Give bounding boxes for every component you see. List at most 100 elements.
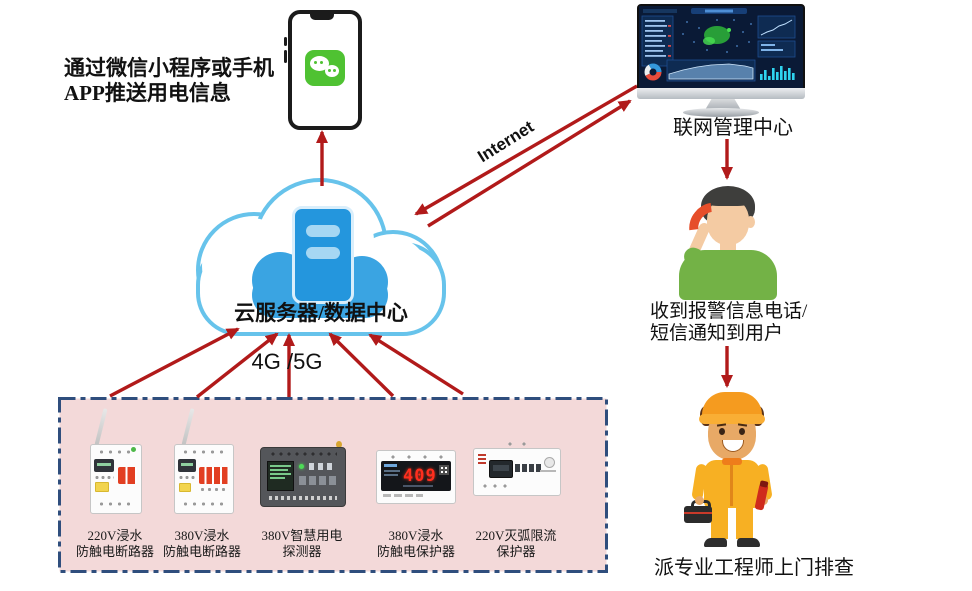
cloud-server-icon	[292, 206, 354, 304]
smartphone	[288, 10, 362, 130]
label-text	[540, 470, 556, 472]
device-label: 220V灭弧限流 保护器	[460, 528, 572, 560]
device-body	[90, 444, 142, 514]
arrow-device5-to-cloud	[368, 333, 464, 396]
note-line1: 通过微信小程序或手机	[64, 56, 274, 80]
terminals	[97, 501, 135, 507]
server-slot	[306, 225, 340, 237]
server-slot	[306, 247, 340, 259]
engineer-cap-brim	[699, 414, 765, 424]
monitor-stand	[705, 99, 741, 110]
terminals	[199, 487, 229, 492]
display-text	[384, 474, 398, 476]
chat-bubble-large	[310, 56, 329, 71]
brand-mark	[478, 454, 486, 464]
dashboard-screen	[637, 4, 805, 90]
device-body: 409	[376, 450, 456, 504]
monitor-chin	[637, 88, 805, 99]
status-led	[131, 447, 136, 452]
engineer-shoe	[737, 538, 760, 547]
engineer-shoe	[704, 538, 727, 547]
engineer-eye	[719, 428, 725, 435]
device-display	[178, 459, 196, 472]
monitor-base	[683, 108, 759, 117]
status-led	[299, 464, 304, 469]
device-display	[94, 459, 114, 472]
toolbox-stripe	[684, 512, 712, 514]
terminals	[269, 451, 337, 457]
cloud-label: 云服务器/数据中心	[234, 301, 408, 325]
device-body	[260, 447, 346, 507]
chat-bubble-small	[325, 65, 339, 77]
phone-notch	[310, 13, 334, 20]
device-display	[489, 460, 513, 478]
antenna-nub	[336, 441, 342, 448]
device-display	[267, 461, 294, 491]
device-label-line1: 380V浸水	[388, 528, 444, 543]
terminals	[480, 483, 510, 489]
device-label-line2: 防触电断路器	[162, 544, 241, 559]
device-body	[473, 448, 561, 496]
arrow-device4-to-cloud	[328, 332, 395, 398]
breaker-handles	[199, 467, 229, 484]
monitor-label: 联网管理中心	[673, 117, 793, 139]
display-text	[384, 470, 400, 472]
user-fringe	[704, 190, 752, 206]
wechat-push-note: 通过微信小程序或手机 APP推送用电信息	[64, 56, 294, 106]
note-line2: APP推送用电信息	[64, 81, 231, 105]
device-buttons	[178, 475, 196, 480]
device-label-line2: 保护器	[496, 544, 536, 559]
device-label-line2: 防触电断路器	[75, 544, 154, 559]
device-buttons	[94, 475, 114, 480]
device-label-line1: 380V智慧用电	[261, 528, 343, 543]
engineer-eye	[739, 428, 745, 435]
engineer-zip	[730, 462, 733, 506]
device-label: 220V浸水 防触电断路器	[60, 528, 170, 560]
cellular-label: 4G /5G	[251, 349, 323, 374]
terminals	[503, 441, 527, 447]
engineer-hand	[695, 496, 704, 505]
terminals	[181, 501, 227, 507]
test-button	[179, 483, 191, 492]
device-label-line1: 380V浸水	[174, 528, 230, 543]
terminal-strip	[269, 496, 337, 500]
screws	[385, 454, 447, 460]
alert-note: 收到报警信息电话/ 短信通知到用户	[650, 301, 870, 345]
engineer-cap	[702, 392, 762, 418]
device-label: 380V浸水 防触电保护器	[360, 528, 472, 560]
dispatch-note: 派专业工程师上门排查	[654, 557, 854, 579]
engineer-collar	[722, 458, 742, 465]
breaker-handles	[118, 467, 137, 484]
arrow-internet-to-cloud	[414, 84, 638, 216]
internet-label: Internet	[474, 117, 538, 167]
phone-volume-button	[284, 37, 287, 46]
test-button	[95, 482, 109, 492]
indicator-row	[309, 463, 335, 470]
device-display-panel: 409	[381, 461, 451, 491]
terminals	[97, 449, 135, 455]
engineer-leg	[736, 506, 753, 539]
wechat-icon	[305, 50, 345, 86]
device-buttons	[515, 464, 541, 472]
display-value: 409	[403, 466, 437, 486]
device-label-line1: 220V浸水	[87, 528, 143, 543]
dashboard-graphics	[639, 6, 799, 84]
phone-volume-button	[284, 50, 287, 63]
device-label: 380V浸水 防触电断路器	[147, 528, 257, 560]
arrow-device1-to-cloud	[109, 327, 240, 398]
engineer-leg	[711, 506, 728, 539]
display-logo	[384, 464, 397, 467]
device-label: 380V智慧用电 探测器	[247, 528, 357, 560]
brand-logo	[544, 457, 555, 468]
device-label-line1: 220V灭弧限流	[475, 528, 557, 543]
terminals	[181, 449, 227, 455]
label-text	[383, 494, 423, 497]
device-label-line2: 探测器	[282, 544, 322, 559]
device-buttons	[299, 476, 337, 485]
device-label-line2: 防触电保护器	[376, 544, 455, 559]
display-text	[403, 485, 433, 487]
qr-code	[439, 465, 449, 475]
alert-line1: 收到报警信息电话/	[650, 301, 808, 322]
device-body	[174, 444, 234, 514]
